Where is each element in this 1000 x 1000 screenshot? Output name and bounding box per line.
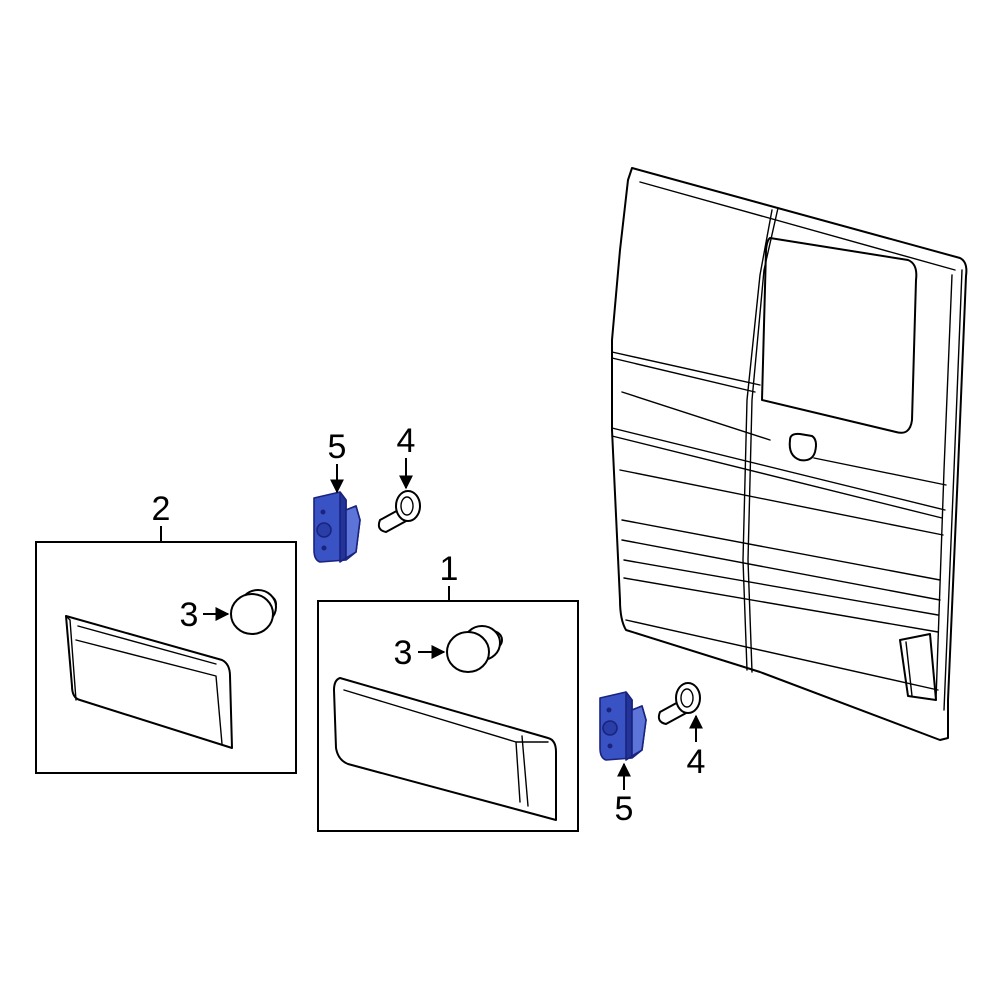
callout-part-2: 2 (152, 490, 171, 528)
screw-part-4-top (377, 490, 421, 533)
retainer-clip-part-5-top (313, 491, 361, 563)
callout-part-4-bottom: 4 (687, 743, 706, 781)
callout-part-1: 1 (440, 550, 459, 588)
retainer-clip-part-5-bottom (599, 691, 647, 761)
body-molding-part-2 (65, 615, 233, 749)
push-pin-part-3-left (230, 589, 277, 635)
callout-part-3-right: 3 (394, 634, 413, 672)
body-molding-part-1 (333, 677, 557, 821)
callout-part-5-bottom: 5 (615, 790, 634, 828)
callout-part-3-left: 3 (180, 596, 199, 634)
van-side-panel (611, 167, 968, 741)
screw-part-4-bottom (657, 682, 701, 725)
callout-part-4-top: 4 (397, 422, 416, 460)
part-2-box (35, 541, 297, 774)
callout-part-5-top: 5 (328, 428, 347, 466)
push-pin-part-3-right (446, 625, 503, 673)
